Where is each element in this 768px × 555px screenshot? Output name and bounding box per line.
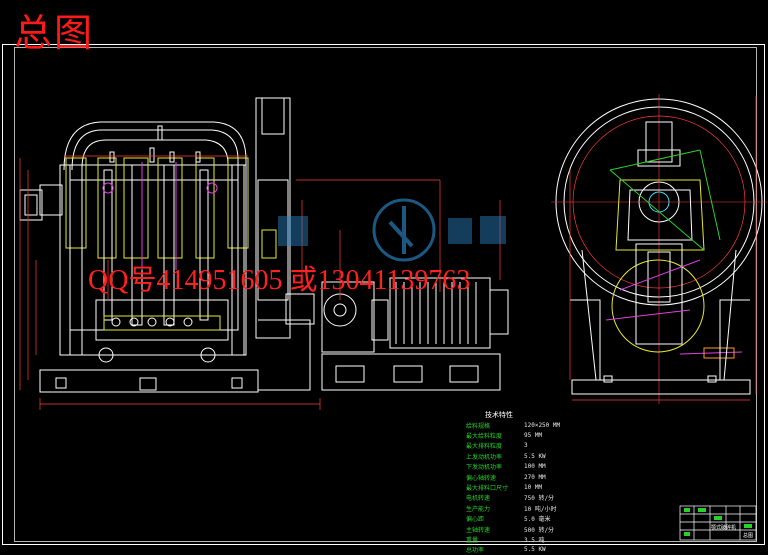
parameter-row: 偏心距 5.0 毫米 bbox=[466, 514, 606, 524]
parameter-value: 750 转/分 bbox=[524, 495, 555, 503]
parameter-row: 生产能力 10 吨/小时 bbox=[466, 503, 606, 513]
parameter-key: 最大排料粒度 bbox=[466, 443, 503, 451]
parameter-row: 最大排料口尺寸 10 MM bbox=[466, 482, 606, 492]
parameter-key: 偏心距 bbox=[466, 516, 485, 524]
parameter-value: 10 MM bbox=[524, 484, 543, 492]
parameter-key: 主轴转速 bbox=[466, 526, 491, 534]
parameter-key: 最大给料粒度 bbox=[466, 433, 503, 441]
parameter-row: 电机转速 750 转/分 bbox=[466, 493, 606, 503]
drawing-title: 总图 bbox=[14, 11, 95, 55]
parameter-row: 下发动机功率 100 MM bbox=[466, 462, 606, 472]
parameter-key: 给料规格 bbox=[466, 422, 491, 430]
parameters-table: 给料规格 120×250 MM 最大给料粒度 95 MM 最大排料粒度 3 上发动机功率 5.… bbox=[466, 420, 606, 555]
dimension-lines bbox=[19, 155, 501, 410]
side-view bbox=[551, 94, 767, 404]
parameter-value: 3.5 吨 bbox=[524, 536, 545, 544]
title-block-name: 颚式破碎机 bbox=[711, 525, 737, 531]
parameter-value: 270 MM bbox=[524, 473, 546, 481]
parameter-value: 3 bbox=[524, 442, 528, 450]
parameter-value: 120×250 MM bbox=[524, 421, 561, 429]
title-block-fill bbox=[684, 508, 752, 536]
parameter-row: 上发动机功率 5.5 KW bbox=[466, 451, 606, 461]
parameter-row: 给料规格 120×250 MM bbox=[466, 420, 606, 430]
parameter-key: 偏心轴转速 bbox=[466, 474, 497, 482]
title-block bbox=[679, 505, 757, 541]
front-view bbox=[19, 97, 315, 393]
parameter-key: 重量 bbox=[466, 536, 479, 544]
parameter-key: 下发动机功率 bbox=[466, 464, 503, 472]
parameters-heading: 技术特性 bbox=[485, 411, 513, 419]
contact-watermark: QQ号414951605 或13041139763 bbox=[88, 265, 471, 296]
parameter-row: 偏心轴转速 270 MM bbox=[466, 472, 606, 482]
parameter-row: 重量 3.5 吨 bbox=[466, 534, 606, 544]
outer-frame bbox=[2, 44, 765, 545]
parameter-row: 最大给料粒度 95 MM bbox=[466, 430, 606, 440]
parameter-key: 电机转速 bbox=[466, 495, 491, 503]
parameter-value: 5.5 KW bbox=[524, 546, 546, 554]
parameter-value: 5.5 KW bbox=[524, 452, 546, 460]
parameter-key: 生产能力 bbox=[466, 505, 491, 513]
inner-frame bbox=[14, 47, 757, 542]
parameter-value: 95 MM bbox=[524, 432, 543, 440]
parameter-row: 主轴转速 500 转/分 bbox=[466, 524, 606, 534]
motor-group bbox=[321, 277, 509, 391]
watermark-logo bbox=[372, 198, 436, 262]
parameter-key: 最大排料口尺寸 bbox=[466, 485, 509, 493]
parameter-value: 500 转/分 bbox=[524, 526, 555, 534]
watermark-logo-text bbox=[278, 216, 506, 246]
parameter-value: 100 MM bbox=[524, 463, 546, 471]
parameter-value: 10 吨/小时 bbox=[524, 505, 557, 513]
title-block-sheet: 总图 bbox=[743, 533, 754, 539]
parameter-row: 最大排料粒度 3 bbox=[466, 441, 606, 451]
parameter-value: 5.0 毫米 bbox=[524, 516, 551, 524]
parameter-key: 上发动机功率 bbox=[466, 453, 503, 461]
